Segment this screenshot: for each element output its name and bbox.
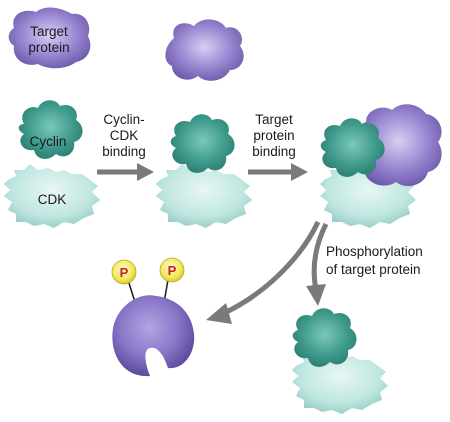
cyclin-cdk-complex-released [292, 308, 388, 414]
cyclin-in-complex [170, 114, 235, 173]
step2-label-line3: binding [252, 144, 296, 159]
cyclin-cdk-complex [156, 114, 252, 228]
cdk-in-complex [156, 164, 252, 228]
ternary-complex [320, 104, 442, 228]
phosphate-2-label: P [168, 263, 177, 278]
cyclin-free: Cyclin [18, 100, 83, 159]
phosphorylation-arrow-left [206, 220, 321, 324]
step1-label-line1: Cyclin- [103, 112, 144, 127]
step-arrow-cyclin-cdk-binding [97, 163, 154, 181]
phosphorylation-arrow-down [306, 222, 329, 306]
phosphate-1: P [111, 259, 137, 285]
target-protein-unbound [165, 19, 244, 81]
step2-label-line2: protein [253, 128, 294, 143]
cyclin-label: Cyclin [30, 134, 67, 149]
step-arrow-target-protein-binding [248, 163, 308, 181]
cyclin-in-ternary [320, 118, 385, 177]
step1-label-line3: binding [102, 144, 146, 159]
cdk-label: CDK [38, 192, 67, 207]
cyclin-released [292, 308, 357, 367]
step1-label-line2: CDK [110, 128, 139, 143]
target-protein-released [112, 295, 195, 377]
cdk-free: CDK [4, 164, 100, 228]
target-protein-label-line1: Target [30, 24, 68, 39]
target-protein-free: Target protein [8, 7, 91, 69]
target-protein-label-line2: protein [28, 40, 69, 55]
phosphate-1-label: P [120, 265, 129, 280]
target-protein-in-ternary [356, 104, 442, 187]
step3-label-line2: of target protein [326, 262, 421, 277]
phosphate-2: P [159, 257, 185, 283]
step2-label-line1: Target [255, 112, 293, 127]
phosphorylated-target-protein: P P [111, 257, 195, 377]
step3-label-line1: Phosphorylation [326, 244, 423, 259]
